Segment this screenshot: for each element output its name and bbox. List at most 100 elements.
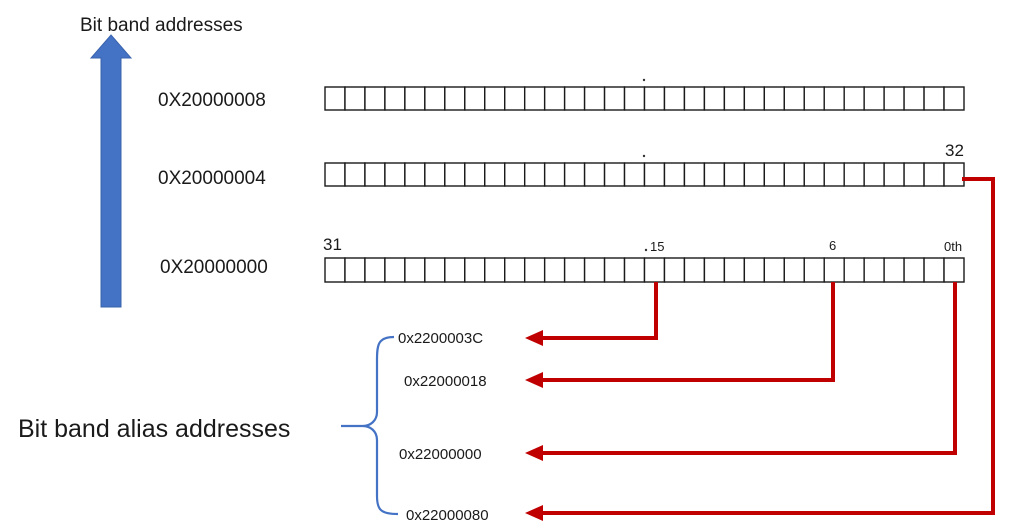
alias-address-label: 0x22000000: [399, 446, 482, 463]
bit-cell: [623, 162, 646, 187]
bit-cell: [504, 257, 526, 283]
bit-cell: [743, 162, 766, 187]
arrowhead-bit0: [525, 445, 543, 461]
bit-cell: [324, 86, 346, 111]
bit-cell: [923, 86, 945, 111]
bit-cell: [943, 86, 965, 111]
bit-cell: [763, 257, 785, 283]
bit-label-6: 6: [829, 238, 836, 253]
bit-cell: [404, 86, 426, 111]
bit-label-0th: 0th: [944, 239, 962, 254]
bit-cell: [943, 257, 965, 283]
bit-cell: [484, 86, 506, 111]
bit-cell: [344, 86, 366, 111]
bit-label-15: 15: [650, 239, 664, 254]
bit-cell: [424, 162, 446, 187]
bit-cell: [903, 257, 925, 283]
bit-cell: [384, 257, 406, 283]
bit-cell: [464, 162, 486, 187]
bit-cell: [583, 162, 606, 187]
bit-cell: [523, 257, 546, 283]
bit-cell: [384, 86, 406, 111]
connector-bit6: [540, 282, 835, 382]
bit-cell: [783, 257, 805, 283]
bit-cell: [324, 257, 346, 283]
bit-cell: [823, 257, 845, 283]
bit-cell: [683, 162, 706, 187]
bit-cell: [543, 162, 566, 187]
bit-cell: [484, 162, 506, 187]
word-address-label: 0X20000004: [158, 168, 266, 189]
bit-cell: [543, 86, 566, 111]
bit-cell: [364, 257, 386, 283]
bit-cell: [863, 86, 885, 111]
bit-cell: [803, 162, 825, 187]
bit-cell: [803, 257, 825, 283]
bit-cell: [344, 162, 366, 187]
bit-cell: [903, 162, 925, 187]
bit-cell: [364, 86, 386, 111]
bit-cell: [903, 86, 925, 111]
bit-cell: [344, 257, 366, 283]
bit-cell: [723, 162, 746, 187]
bit-cell: [623, 257, 646, 283]
bit-cell: [444, 86, 466, 111]
bit-cell: [623, 86, 646, 111]
bit-cell: [943, 162, 965, 187]
bit-cell: [863, 162, 885, 187]
bit-cell: [843, 86, 865, 111]
register-row-0x20000008: [324, 86, 965, 111]
bit-cell: [563, 257, 586, 283]
word-address-label: 0X20000000: [160, 257, 268, 278]
bit-label-32: 32: [945, 141, 964, 160]
bit-cell: [464, 257, 486, 283]
bit-cell: [583, 257, 606, 283]
bit-cell: [923, 257, 945, 283]
bit-label-31: 31: [323, 235, 342, 254]
bit-cell: [424, 257, 446, 283]
alias-group-brace: [341, 335, 399, 516]
alias-address-label: 0x22000018: [404, 373, 487, 390]
bit-cell: [783, 86, 805, 111]
bit-cell: [823, 86, 845, 111]
bit-cell: [883, 86, 905, 111]
bit-cell: [763, 162, 785, 187]
bit-cell: [603, 162, 626, 187]
bit-cell: [404, 257, 426, 283]
bit-cell: [444, 162, 466, 187]
bit-band-up-arrow: [89, 34, 133, 308]
bit-cell: [464, 86, 486, 111]
bit-cell: [504, 86, 526, 111]
bit-cell: [523, 162, 546, 187]
word-address-label: 0X20000008: [158, 90, 266, 111]
connector-bit32: [540, 177, 995, 515]
bit-cell: [743, 86, 766, 111]
row-marker-dot: [642, 78, 646, 82]
bit-cell: [703, 162, 726, 187]
bit-cell: [324, 162, 346, 187]
arrowhead-bit15: [525, 330, 543, 346]
bit-cell: [643, 86, 666, 111]
connector-bit0: [540, 282, 957, 455]
bit-cell: [663, 162, 686, 187]
alias-address-label: 0x22000080: [406, 507, 489, 524]
bit-cell: [603, 86, 626, 111]
bit-band-addresses-title: Bit band addresses: [80, 15, 243, 36]
bit-cell: [703, 86, 726, 111]
connector-bit15: [540, 282, 658, 340]
bit-cell: [404, 162, 426, 187]
bit-cell: [803, 86, 825, 111]
bit-cell: [863, 257, 885, 283]
arrowhead-bit6: [525, 372, 543, 388]
bit-cell: [563, 86, 586, 111]
bit-cell: [883, 257, 905, 283]
row-marker-dot: [642, 154, 646, 158]
bit-cell: [663, 257, 686, 283]
bit-cell: [444, 257, 466, 283]
bit-cell: [743, 257, 766, 283]
bit-cell: [543, 257, 566, 283]
bit-cell: [643, 257, 666, 283]
bit-band-alias-title: Bit band alias addresses: [18, 415, 290, 443]
bit-cell: [723, 257, 746, 283]
